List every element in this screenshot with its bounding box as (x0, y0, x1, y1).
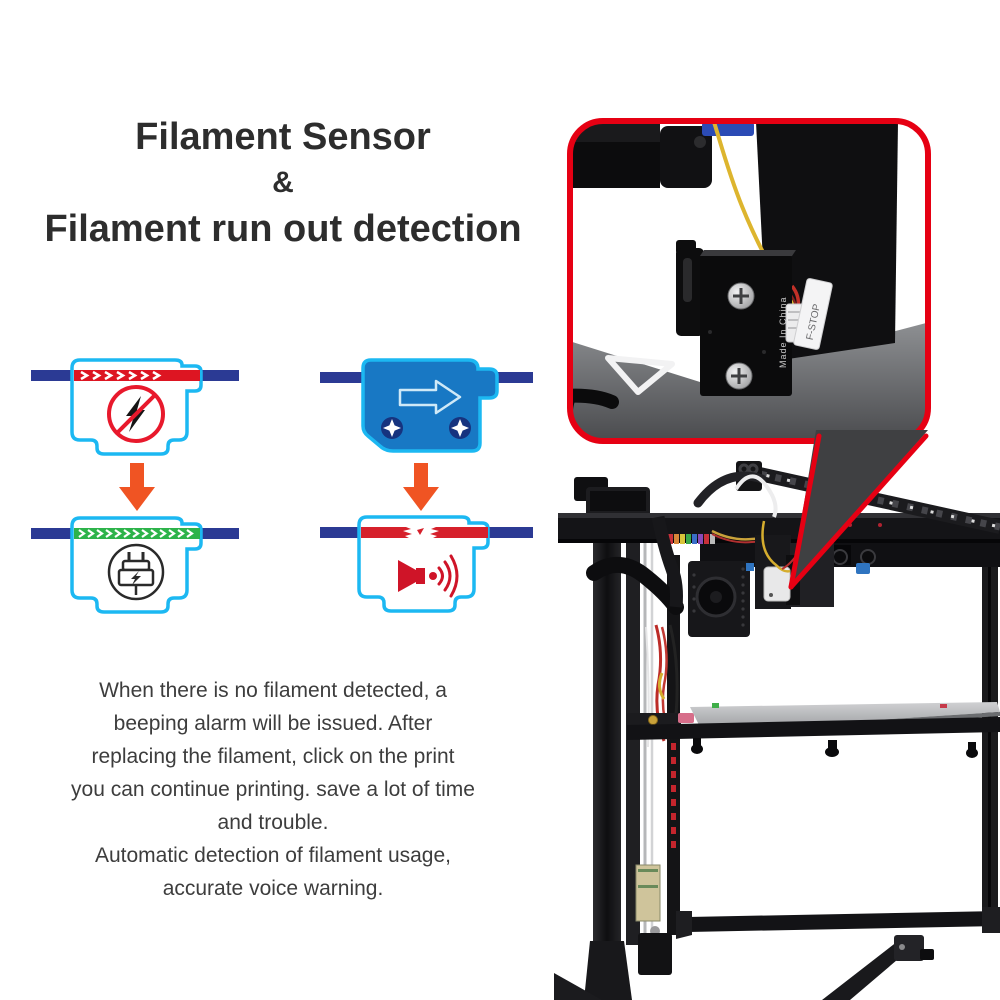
bed-rail (627, 717, 1000, 740)
power-plug-icon (107, 543, 165, 601)
description-line: accurate voice warning. (162, 877, 384, 900)
belt-marks (671, 743, 676, 848)
photo-cable (570, 388, 619, 409)
ptfe-tube (734, 474, 778, 518)
z-motor (638, 933, 672, 975)
page-subtitle: Filament run out detection (44, 208, 522, 250)
screw-icon (381, 417, 403, 439)
photo-connector-tag: F-STOP (793, 278, 833, 350)
chevron-icons (80, 370, 162, 381)
bed-feet (691, 738, 978, 758)
diagram-filament-broken (320, 515, 533, 613)
bed-logo (605, 355, 675, 395)
down-arrow-icon (119, 463, 155, 511)
description-block: When there is no filament detected, a be… (28, 674, 518, 905)
broken-filament-right (430, 527, 488, 538)
photo-filament-sensor: Made In China (676, 240, 796, 396)
wire-yellow (761, 520, 791, 573)
wire-yellow (657, 672, 666, 700)
no-power-icon (107, 385, 165, 443)
title-ampersand: & (272, 166, 294, 199)
flat-ribbon-cable (651, 515, 683, 608)
description-line: beeping alarm will be issued. After (113, 712, 433, 735)
diagram-filament-feeding (31, 516, 239, 614)
brass-screw (648, 715, 658, 725)
page-title: Filament Sensor (135, 116, 431, 158)
frame-foot-left (584, 941, 632, 1000)
callout-border (567, 118, 931, 444)
fan-housing (688, 561, 750, 637)
diagram-sensor-module (320, 358, 533, 453)
chevron-icons (78, 529, 194, 538)
sensor-closeup-photo: Made In China F-STOP (570, 121, 928, 441)
ribbon-connector (668, 534, 715, 544)
screw-icon (727, 282, 755, 310)
photo-blue-part (702, 122, 754, 136)
title-block: Filament Sensor & Filament run out detec… (0, 112, 566, 254)
description-line: and trouble. (217, 811, 329, 834)
description-line: When there is no filament detected, a (99, 679, 447, 702)
forward-arrow-icon (398, 379, 462, 415)
circuit-board (635, 864, 661, 922)
diagram-filament-detected (31, 358, 239, 456)
down-arrow-icon (403, 463, 439, 511)
description-line: Automatic detection of filament usage, (94, 844, 452, 867)
callout-bubble: Made In China F-STOP (567, 118, 931, 590)
description-line: replacing the filament, click on the pri… (91, 745, 455, 768)
bottom-rail (688, 911, 1000, 932)
screw-icon (725, 362, 753, 390)
cable-strap (586, 557, 684, 615)
alarm-speaker-icon (398, 554, 459, 598)
filament-shard (417, 528, 424, 535)
broken-filament-left (361, 527, 412, 538)
blue-clamp (856, 563, 870, 574)
screw-icon (449, 417, 471, 439)
sensor-marking-label: Made In China (778, 296, 788, 368)
description-line: you can continue printing. save a lot of… (71, 778, 475, 801)
